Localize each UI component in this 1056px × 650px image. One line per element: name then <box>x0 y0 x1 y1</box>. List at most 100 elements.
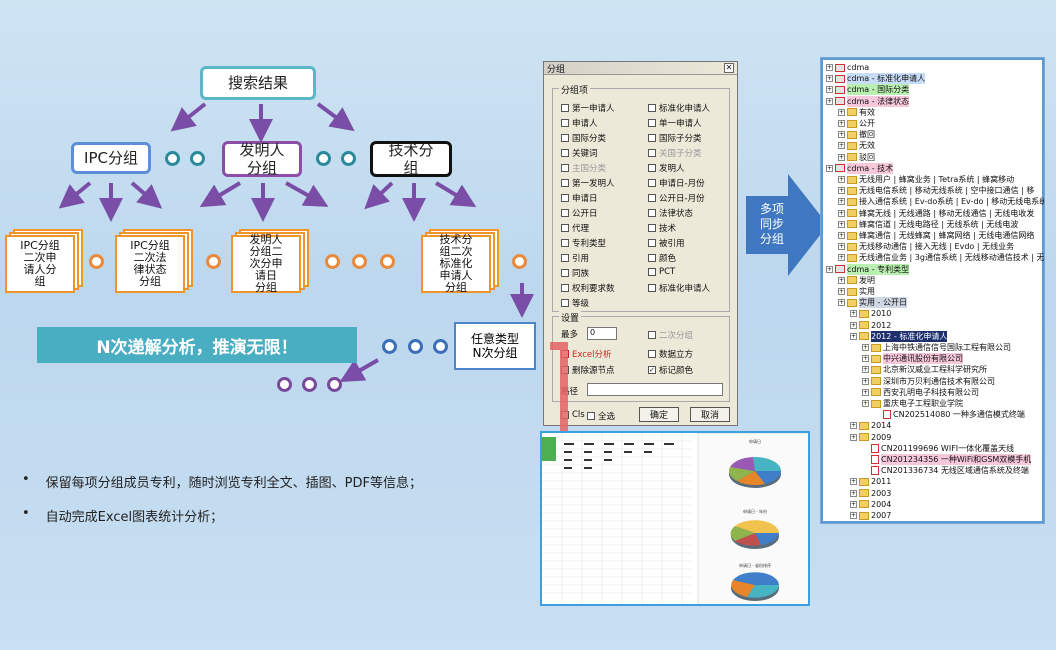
tree-node[interactable]: +2012 - 标准化申请人 <box>850 331 947 342</box>
tree-node[interactable]: +蜂窝通信 | 无线蜂窝 | 蜂窝网络 | 无线电通信网络 <box>838 230 1034 241</box>
group-option-checkbox[interactable]: 关键词 <box>561 147 598 159</box>
tree-node[interactable]: +西安孔明电子科技有限公司 <box>862 387 979 398</box>
expand-icon[interactable]: + <box>850 501 857 508</box>
expand-icon[interactable]: + <box>838 187 845 194</box>
expand-icon[interactable]: + <box>862 344 869 351</box>
mark-color-checkbox[interactable]: ✓标记颜色 <box>648 364 693 376</box>
tree-node[interactable]: +cdma - 国际分类 <box>826 84 909 95</box>
group-option-checkbox[interactable]: 国际分类 <box>561 132 606 144</box>
tree-node[interactable]: +cdma - 标准化申请人 <box>826 73 925 84</box>
tree-node[interactable]: +撤回 <box>838 129 875 140</box>
expand-icon[interactable]: + <box>838 109 845 116</box>
expand-icon[interactable]: + <box>862 389 869 396</box>
tree-node[interactable]: +2009 <box>850 432 891 443</box>
group-option-checkbox[interactable]: 权利要求数 <box>561 282 615 294</box>
patent-node[interactable]: CN202514080 一种多通信模式终端 <box>874 409 1025 420</box>
group-option-checkbox[interactable]: 标准化申请人 <box>648 282 710 294</box>
expand-icon[interactable]: + <box>850 310 857 317</box>
expand-icon[interactable]: + <box>850 478 857 485</box>
expand-icon[interactable]: + <box>850 512 857 519</box>
expand-icon[interactable]: + <box>838 277 845 284</box>
tree-node[interactable]: +驳回 <box>838 152 875 163</box>
expand-icon[interactable]: + <box>838 288 845 295</box>
expand-icon[interactable]: + <box>838 299 845 306</box>
expand-icon[interactable]: + <box>826 64 833 71</box>
close-icon[interactable]: ✕ <box>724 63 734 73</box>
group-option-checkbox[interactable]: 法律状态 <box>648 207 693 219</box>
tree-node[interactable]: +实用 <box>838 286 875 297</box>
cancel-button[interactable]: 取消 <box>690 407 730 422</box>
group-option-checkbox[interactable]: 等级 <box>561 297 589 309</box>
expand-icon[interactable]: + <box>826 165 833 172</box>
group-option-checkbox[interactable]: 被引用 <box>648 237 685 249</box>
expand-icon[interactable]: + <box>850 333 857 340</box>
ok-button[interactable]: 确定 <box>639 407 679 422</box>
expand-icon[interactable]: + <box>850 490 857 497</box>
group-option-checkbox[interactable]: 申请人 <box>561 117 598 129</box>
group-option-checkbox[interactable]: 标准化申请人 <box>648 102 710 114</box>
expand-icon[interactable]: + <box>838 210 845 217</box>
expand-icon[interactable]: + <box>838 221 845 228</box>
group-option-checkbox[interactable]: 关国子分类 <box>648 147 702 159</box>
tree-node[interactable]: +上海中铁通信信号国际工程有限公司 <box>862 342 1011 353</box>
tree-node[interactable]: +北京新汉威业工程科学研究所 <box>862 364 987 375</box>
group-option-checkbox[interactable]: 发明人 <box>648 162 685 174</box>
expand-icon[interactable]: + <box>862 400 869 407</box>
tree-node[interactable]: +无效 <box>838 140 875 151</box>
group-option-checkbox[interactable]: 颜色 <box>648 252 676 264</box>
tree-node[interactable]: +无线通信业务 | 3g通信系统 | 无线移动通信技术 | 无 <box>838 252 1045 263</box>
expand-icon[interactable]: + <box>826 266 833 273</box>
tree-node[interactable]: +cdma <box>826 62 869 73</box>
expand-icon[interactable]: + <box>838 120 845 127</box>
group-option-checkbox[interactable]: 同族 <box>561 267 589 279</box>
result-tree[interactable]: +cdma+cdma - 标准化申请人+cdma - 国际分类+cdma - 法… <box>820 57 1045 524</box>
group-option-checkbox[interactable]: 第一申请人 <box>561 102 615 114</box>
group-option-checkbox[interactable]: 主国分类 <box>561 162 606 174</box>
group-option-checkbox[interactable]: 申请日-月份 <box>648 177 705 189</box>
expand-icon[interactable]: + <box>838 176 845 183</box>
tree-node[interactable]: +2011 <box>850 476 891 487</box>
tree-node[interactable]: +无线移动通信 | 接入无线 | Evdo | 无线业务 <box>838 241 1014 252</box>
group-option-checkbox[interactable]: 专利类型 <box>561 237 606 249</box>
expand-icon[interactable]: + <box>838 254 845 261</box>
tree-node[interactable]: +蜂窝无线 | 无线通路 | 移动无线通信 | 无线电收发 <box>838 208 1034 219</box>
tree-node[interactable]: +有效 <box>838 107 875 118</box>
tree-node[interactable]: +公开 <box>838 118 875 129</box>
group-option-checkbox[interactable]: 技术 <box>648 222 676 234</box>
tree-node[interactable]: +2010 <box>850 308 891 319</box>
tree-node[interactable]: +实用 - 公开日 <box>838 297 907 308</box>
expand-icon[interactable]: + <box>838 154 845 161</box>
tree-node[interactable]: +无线电信系统 | 移动无线系统 | 空中接口通信 | 移 <box>838 185 1034 196</box>
patent-node[interactable]: CN201199696 WIFI一体化覆盖天线 <box>862 443 1014 454</box>
expand-icon[interactable]: + <box>850 422 857 429</box>
expand-icon[interactable]: + <box>826 98 833 105</box>
expand-icon[interactable]: + <box>838 198 845 205</box>
subgroup-checkbox[interactable]: 二次分组 <box>648 329 693 341</box>
expand-icon[interactable]: + <box>826 75 833 82</box>
tree-node[interactable]: +2003 <box>850 488 891 499</box>
patent-node[interactable]: CN201336734 无线区域通信系统及终端 <box>862 465 1029 476</box>
expand-icon[interactable]: + <box>826 86 833 93</box>
expand-icon[interactable]: + <box>862 355 869 362</box>
expand-icon[interactable]: + <box>862 366 869 373</box>
data-cube-checkbox[interactable]: 数据立方 <box>648 348 693 360</box>
tree-node[interactable]: +无线用户 | 蜂窝业务 | Tetra系统 | 蜂窝移动 <box>838 174 1014 185</box>
expand-icon[interactable]: + <box>838 131 845 138</box>
tree-node[interactable]: +cdma - 技术 <box>826 163 893 174</box>
group-option-checkbox[interactable]: 引用 <box>561 252 589 264</box>
tree-node[interactable]: +蜂窝信道 | 无线电路径 | 无线系统 | 无线电波 <box>838 219 1018 230</box>
expand-icon[interactable]: + <box>838 243 845 250</box>
expand-icon[interactable]: + <box>838 142 845 149</box>
group-option-checkbox[interactable]: 国际子分类 <box>648 132 702 144</box>
group-option-checkbox[interactable]: 公开日-月份 <box>648 192 705 204</box>
tree-node[interactable]: +重庆电子工程职业学院 <box>862 398 963 409</box>
group-option-checkbox[interactable]: 代理 <box>561 222 589 234</box>
tree-node[interactable]: +发明 <box>838 275 875 286</box>
top-input[interactable]: 0 <box>587 327 617 340</box>
tree-node[interactable]: +接入通信系统 | Ev-do系统 | Ev-do | 移动无线电系统 <box>838 196 1045 207</box>
group-option-checkbox[interactable]: 公开日 <box>561 207 598 219</box>
expand-icon[interactable]: + <box>862 378 869 385</box>
tree-node[interactable]: +中兴通讯股份有限公司 <box>862 353 963 364</box>
tree-node[interactable]: +深圳市万贝利通信技术有限公司 <box>862 376 995 387</box>
patent-node[interactable]: CN201234356 一种WiFi和GSM双模手机 <box>862 454 1031 465</box>
